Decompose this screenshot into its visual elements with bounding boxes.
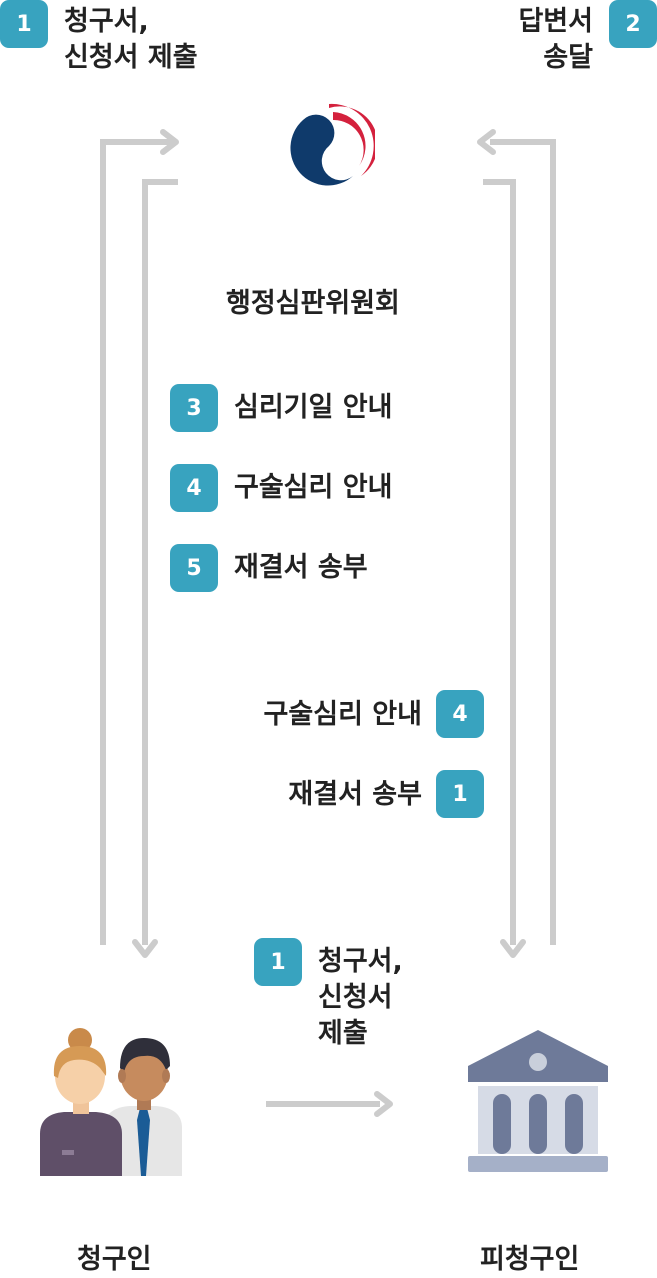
step-badge-1: 1 [0, 0, 48, 48]
step-label-claim-submit-bottom: 청구서, 신청서 제출 [318, 944, 403, 1052]
label-line: 신청서 제출 [64, 42, 198, 73]
step-badge-3: 3 [170, 384, 218, 432]
step-label-answer-delivery: 답변서 송달 [518, 4, 593, 76]
label-line: 청구서, [318, 946, 403, 977]
label-line: 답변서 [518, 6, 593, 37]
step-badge-5: 5 [170, 544, 218, 592]
people-icon [40, 1028, 182, 1176]
step-label-decision-delivery: 재결서 송부 [234, 552, 368, 583]
label-line: 제출 [318, 1018, 368, 1049]
step-badge-4: 4 [170, 464, 218, 512]
government-building-icon [468, 1030, 608, 1172]
step-label-claim-submit: 청구서, 신청서 제출 [64, 4, 198, 76]
step-badge-4-respondent: 4 [436, 690, 484, 738]
committee-title: 행정심판위원회 [226, 288, 400, 319]
label-line: 신청서 [318, 982, 393, 1013]
taegeuk-emblem-icon [287, 103, 375, 188]
respondent-label: 피청구인 [480, 1244, 580, 1275]
arrow-claimant-to-committee [100, 139, 172, 945]
label-line: 청구서, [64, 6, 149, 37]
label-line: 송달 [543, 42, 593, 73]
step-label-oral-hearing-respondent: 구술심리 안내 [263, 699, 422, 730]
arrow-committee-to-respondent [483, 179, 516, 945]
step-badge-1-respondent: 1 [436, 770, 484, 818]
step-label-hearing-date: 심리기일 안내 [234, 392, 393, 423]
step-label-oral-hearing: 구술심리 안내 [234, 472, 393, 503]
step-badge-2: 2 [609, 0, 657, 48]
step-badge-1-bottom: 1 [254, 938, 302, 986]
step-label-decision-delivery-respondent: 재결서 송부 [288, 779, 422, 810]
arrow-respondent-to-committee [490, 139, 556, 945]
claimant-label: 청구인 [77, 1244, 152, 1275]
arrow-committee-to-claimant [142, 179, 178, 945]
